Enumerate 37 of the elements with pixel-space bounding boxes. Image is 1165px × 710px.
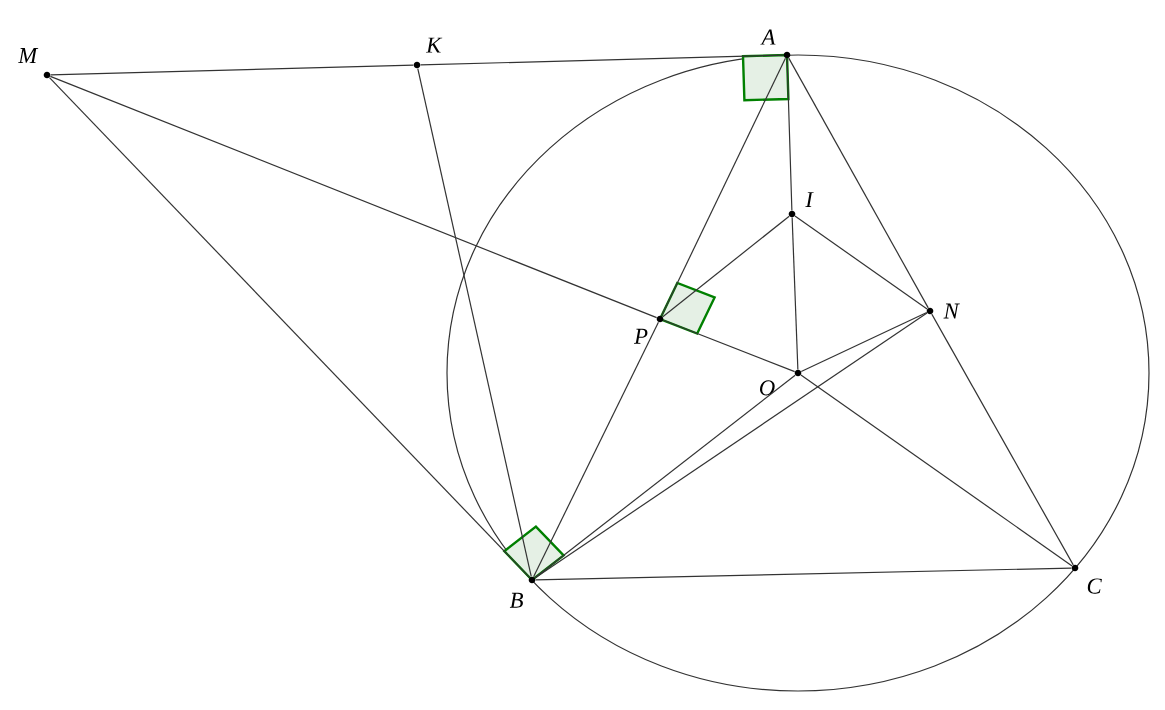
point: O — [760, 369, 802, 396]
node-label: O — [759, 380, 775, 396]
line-segment — [794, 215, 928, 310]
point: N — [926, 303, 960, 319]
line-segment — [660, 57, 787, 317]
line-segment — [49, 75, 658, 319]
line-segment — [662, 319, 796, 373]
line-segment — [420, 54, 784, 66]
line-segment — [800, 374, 1073, 567]
line-segment — [534, 312, 928, 579]
point: P — [634, 315, 664, 344]
node-label: P — [634, 328, 648, 344]
node-label: C — [1087, 578, 1102, 594]
line-segment — [662, 215, 790, 318]
line-segment — [786, 58, 793, 211]
point: I — [788, 192, 814, 218]
line-segment — [534, 374, 796, 579]
line-segment — [535, 567, 1072, 581]
line-segment — [48, 77, 531, 578]
node-label: K — [425, 37, 443, 53]
point: A — [760, 29, 791, 59]
line-segment — [791, 217, 799, 370]
line-segment — [533, 321, 659, 578]
point: K — [413, 37, 443, 69]
line-segment — [800, 311, 928, 373]
line-segment — [50, 64, 414, 76]
point: C — [1071, 564, 1102, 594]
point: B — [509, 576, 536, 608]
line-segment — [931, 313, 1074, 566]
line-segment — [417, 67, 532, 578]
line-segment — [788, 57, 929, 309]
node-label: M — [18, 48, 39, 63]
node-label: B — [509, 592, 524, 608]
node-label: N — [943, 303, 960, 319]
node-label: I — [805, 192, 814, 207]
node-label: A — [760, 29, 776, 45]
point: M — [18, 48, 51, 79]
